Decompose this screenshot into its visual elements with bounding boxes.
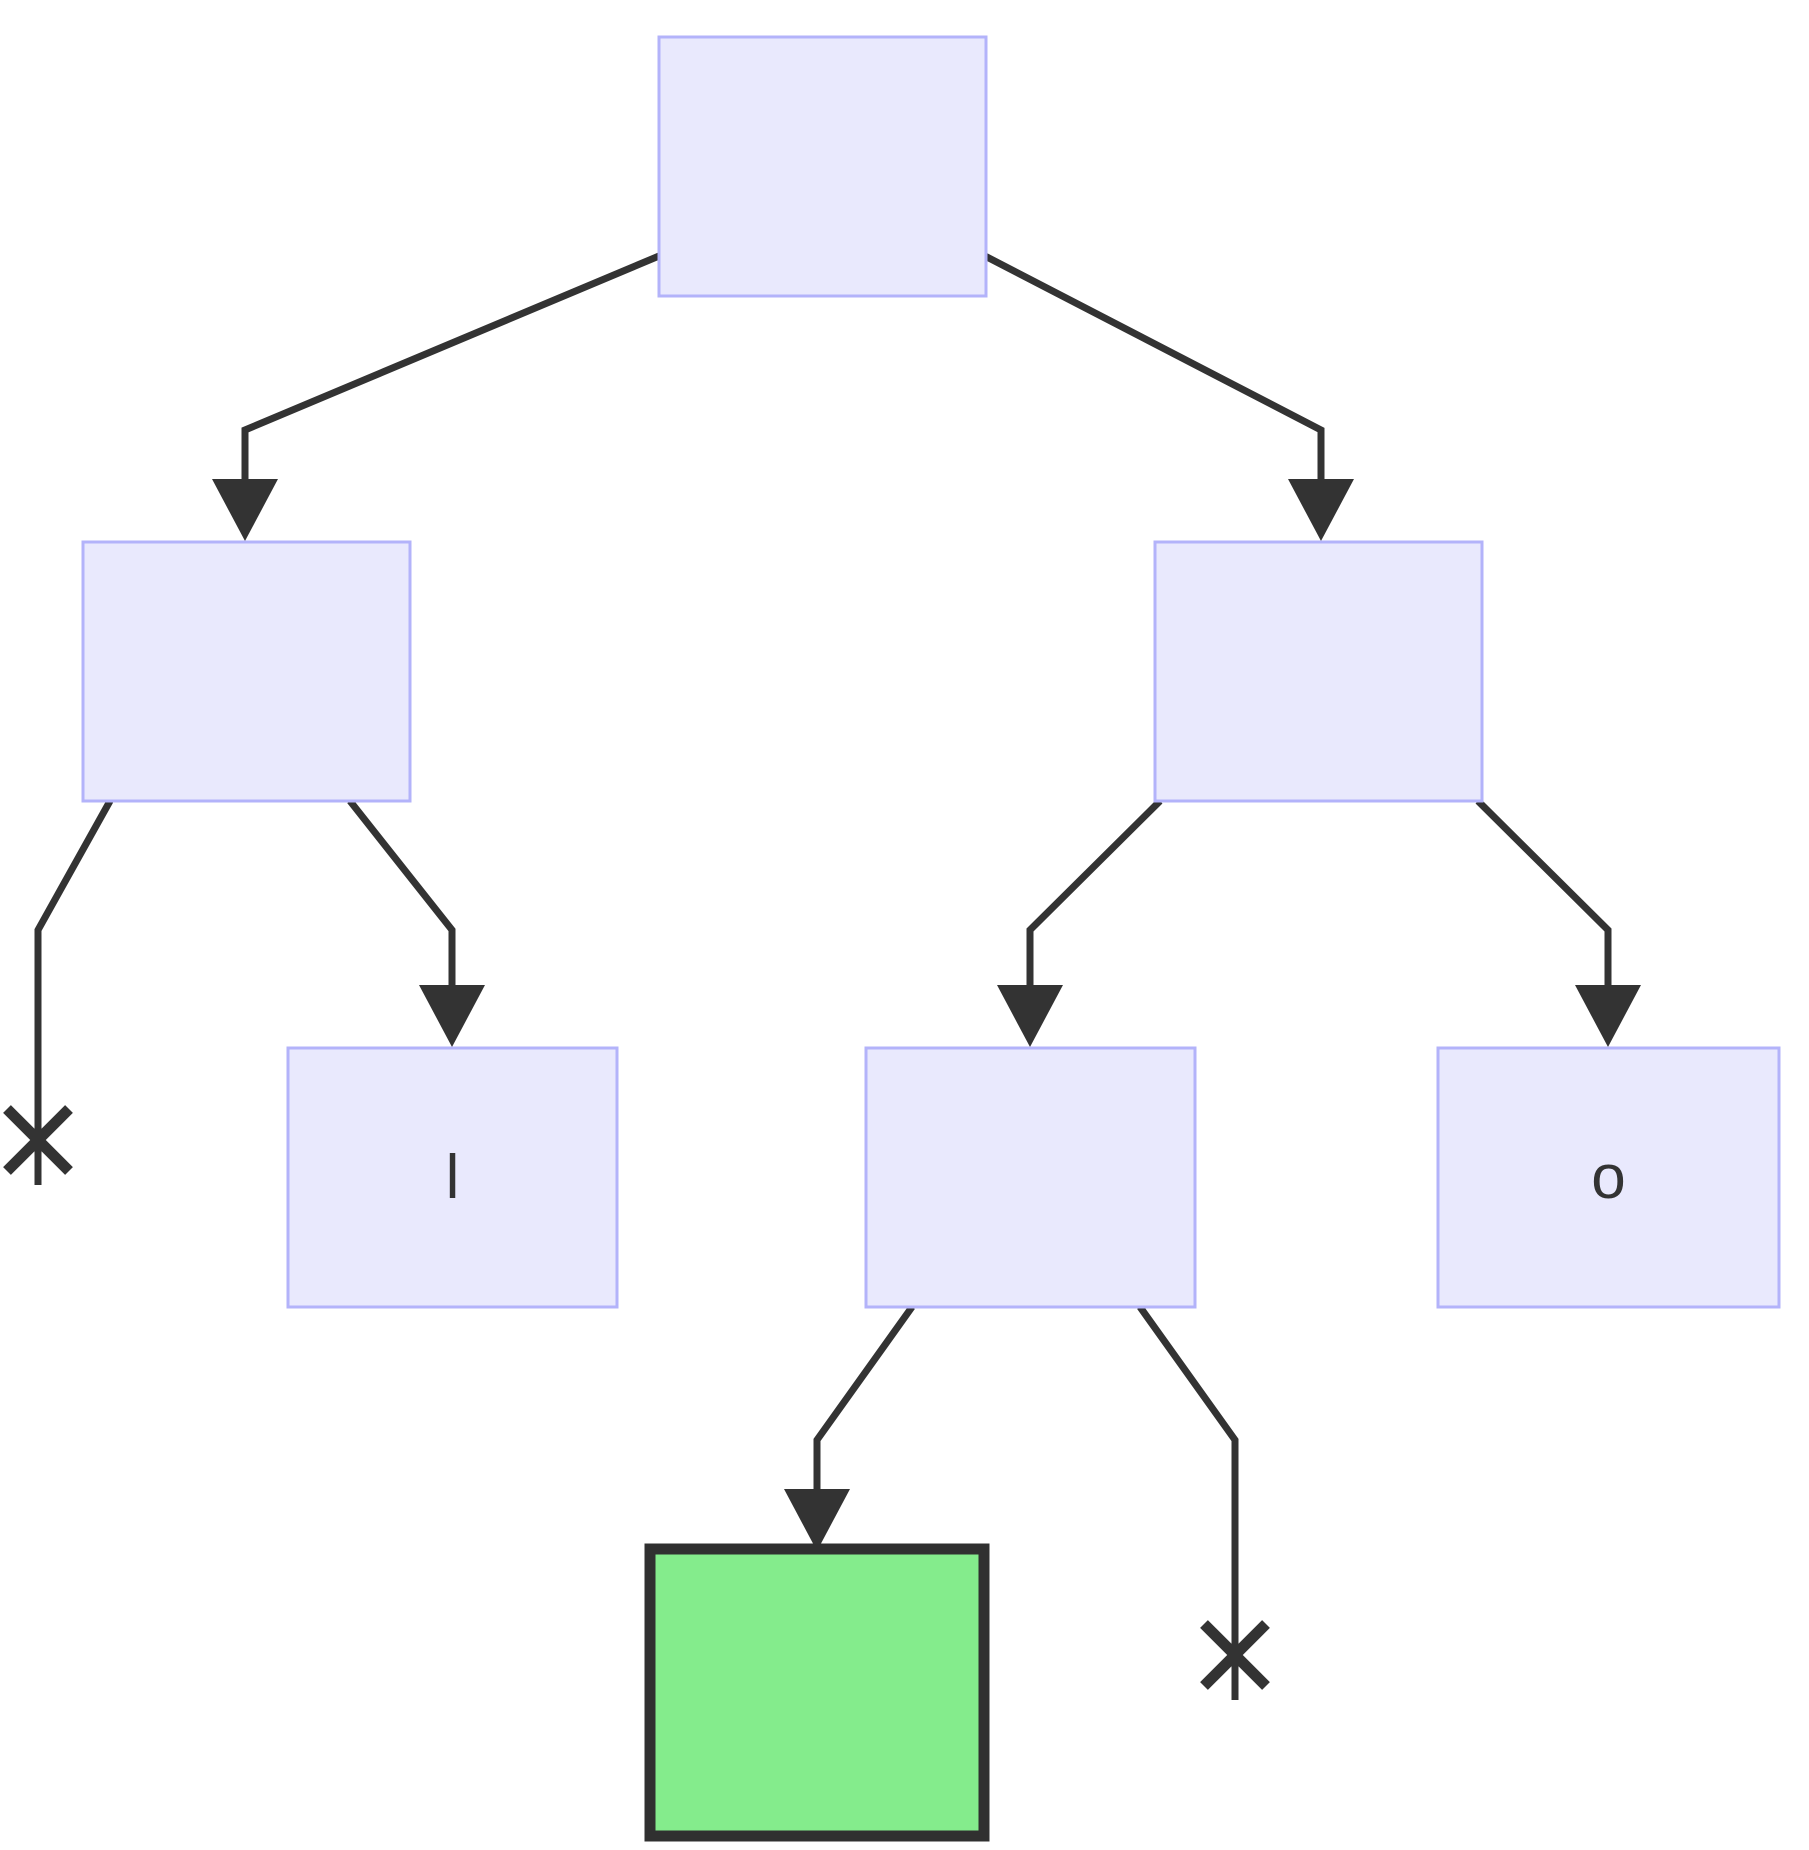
nodes-layer: l o xyxy=(81,35,1781,1842)
edge-right-to-rl[interactable] xyxy=(1026,798,1163,1008)
edge-left-to-null[interactable] xyxy=(34,799,114,1185)
node-right[interactable] xyxy=(1153,540,1484,803)
node-left-rect[interactable] xyxy=(81,540,412,803)
edge-left-to-ll[interactable] xyxy=(347,798,456,1008)
terminators-layer xyxy=(3,1105,1270,1690)
node-ll-rect[interactable] xyxy=(286,1046,619,1309)
node-root-rect[interactable] xyxy=(657,35,988,298)
arrowhead-rl-to-green xyxy=(784,1489,850,1551)
node-highlight[interactable] xyxy=(644,1543,990,1842)
node-ll[interactable]: l xyxy=(286,1046,619,1309)
cross-icon-right xyxy=(1200,1620,1270,1690)
arrowhead-root-to-right xyxy=(1288,479,1354,541)
edges-layer xyxy=(34,252,1641,1700)
arrowhead-left-to-ll xyxy=(419,985,485,1047)
edge-right-to-rr[interactable] xyxy=(1475,798,1612,1008)
node-rl-rect[interactable] xyxy=(864,1046,1197,1309)
arrowhead-root-to-left xyxy=(212,479,278,541)
arrowhead-right-to-rl xyxy=(997,985,1063,1047)
edge-rl-to-green[interactable] xyxy=(813,1304,915,1510)
edge-rl-to-null[interactable] xyxy=(1137,1304,1239,1700)
node-root[interactable] xyxy=(657,35,988,298)
node-rr-label: o xyxy=(1591,1143,1625,1212)
node-right-rect[interactable] xyxy=(1153,540,1484,803)
node-rr[interactable]: o xyxy=(1436,1046,1781,1309)
arrowhead-right-to-rr xyxy=(1575,985,1641,1047)
node-left[interactable] xyxy=(81,540,412,803)
edge-root-to-right[interactable] xyxy=(983,252,1325,500)
edge-root-to-left[interactable] xyxy=(241,252,661,500)
node-rl[interactable] xyxy=(864,1046,1197,1309)
node-rr-rect[interactable] xyxy=(1436,1046,1781,1309)
node-highlight-rect[interactable] xyxy=(644,1543,990,1842)
cross-icon-left xyxy=(3,1105,73,1175)
node-ll-label: l xyxy=(446,1143,460,1212)
